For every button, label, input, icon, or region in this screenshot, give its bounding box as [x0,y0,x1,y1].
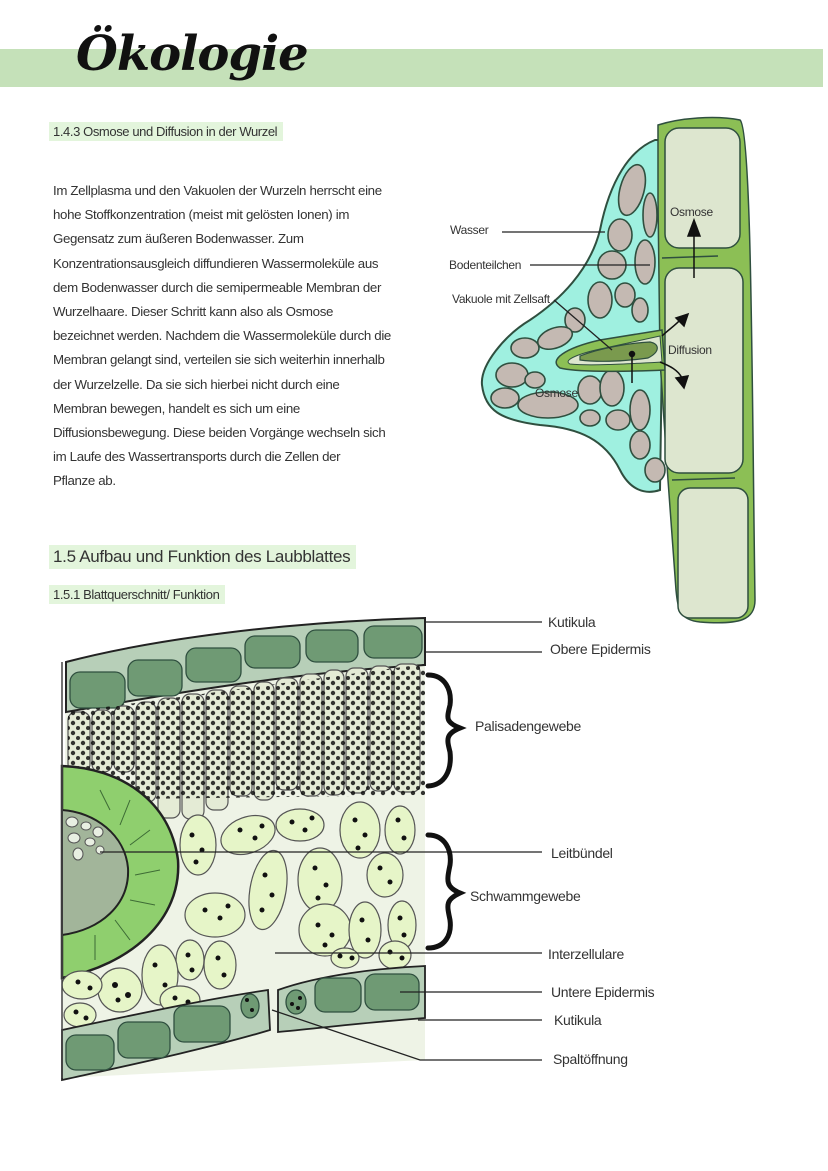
paragraph-line: Membran gelangt sind, verteilen sie sich… [53,352,385,368]
paragraph-line: hohe Stoffkonzentration (meist mit gelös… [53,207,350,223]
label-spaltoeffnung: Spaltöffnung [553,1051,628,1067]
label-palisadengewebe: Palisadengewebe [475,718,582,734]
paragraph-line: im Laufe des Wassertransports durch die … [53,449,341,465]
paragraph-line: Wurzelhaare. Dieser Schritt kann also al… [53,304,334,320]
label-interzellulare: Interzellulare [548,946,624,962]
label-obere-epidermis: Obere Epidermis [550,641,651,657]
label-osmose-bottom: Osmose [535,386,578,400]
paragraph-line: Pflanze ab. [53,473,116,489]
label-untere-epidermis: Untere Epidermis [551,984,655,1000]
label-schwammgewebe: Schwammgewebe [470,888,581,904]
label-wasser: Wasser [450,223,489,237]
label-bodenteilchen: Bodenteilchen [449,258,522,272]
label-kutikula-top: Kutikula [548,614,596,630]
paragraph-line: dem Bodenwasser durch die semipermeable … [53,279,382,295]
root-paragraph: Im Zellplasma und den Vakuolen der Wurze… [53,179,423,494]
label-diffusion: Diffusion [668,343,712,357]
page-title: Ökologie [76,26,309,82]
title-band [0,49,823,87]
paragraph-line: Im Zellplasma und den Vakuolen der Wurze… [53,183,382,198]
paragraph-line: der Wurzelzelle. Da sie sich hierbei nic… [53,376,340,392]
paragraph-line: Konzentrationsausgleich diffundieren Was… [53,255,379,271]
label-vakuole: Vakuole mit Zellsaft [452,292,550,306]
paragraph-line: bezeichnet werden. Nachdem die Wassermol… [53,328,391,344]
paragraph-line: Gegensatz zum äußeren Bodenwasser. Zum [53,231,304,247]
label-kutikula-bottom: Kutikula [554,1012,602,1028]
section-heading-root: 1.4.3 Osmose und Diffusion in der Wurzel [49,122,284,141]
paragraph-line: Diffusionsbewegung. Diese beiden Vorgäng… [53,425,386,441]
subsection-heading-leaf: 1.5.1 Blattquerschnitt/ Funktion [49,585,226,604]
label-leitbuendel: Leitbündel [551,845,613,861]
paragraph-line: Membran bewegen, handelt es sich um eine [53,400,300,416]
label-osmose-top: Osmose [670,205,713,219]
section-heading-leaf: 1.5 Aufbau und Funktion des Laubblattes [49,545,357,569]
